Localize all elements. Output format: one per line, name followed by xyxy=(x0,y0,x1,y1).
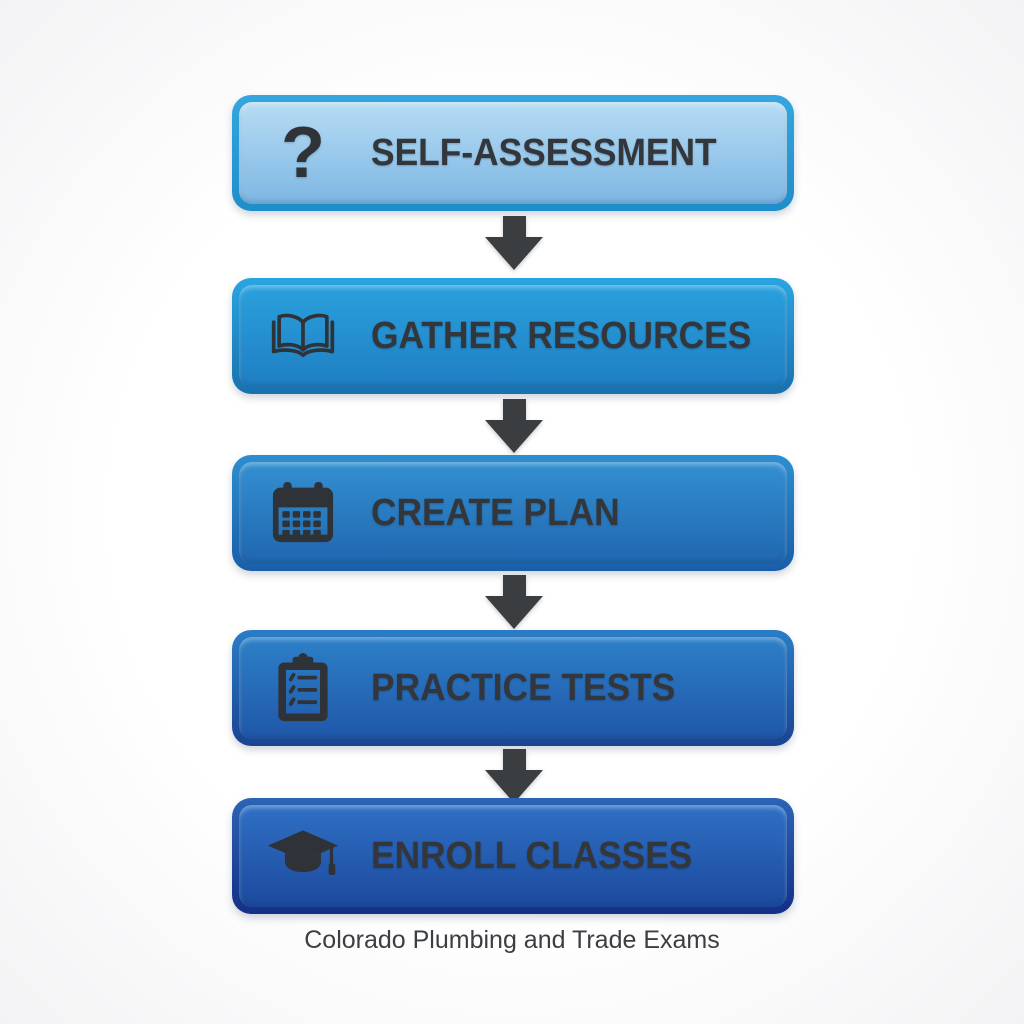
arrow-down-icon xyxy=(485,399,543,453)
step-box-surface: PRACTICE TESTS xyxy=(239,637,787,739)
step-box-surface: ? SELF-ASSESSMENT xyxy=(239,102,787,204)
arrow-down-icon xyxy=(485,749,543,803)
step-box-self-assessment: ? SELF-ASSESSMENT xyxy=(232,95,794,211)
arrow-down-icon xyxy=(485,216,543,270)
step-box-surface: GATHER RESOURCES xyxy=(239,285,787,387)
step-label: GATHER RESOURCES xyxy=(371,314,752,357)
open-book-icon xyxy=(265,309,341,363)
clipboard-checklist-icon xyxy=(265,653,341,723)
step-label: SELF-ASSESSMENT xyxy=(371,131,717,174)
caption: Colorado Plumbing and Trade Exams xyxy=(304,926,720,954)
step-box-create-plan: CREATE PLAN xyxy=(232,455,794,571)
step-box-enroll-classes: ENROLL CLASSES xyxy=(232,798,794,914)
step-box-practice-tests: PRACTICE TESTS xyxy=(232,630,794,746)
step-box-gather-resources: GATHER RESOURCES xyxy=(232,278,794,394)
question-mark-icon: ? xyxy=(281,113,325,193)
step-label: ENROLL CLASSES xyxy=(371,834,693,877)
step-label: PRACTICE TESTS xyxy=(371,666,676,709)
arrow-down-icon xyxy=(485,575,543,629)
calendar-icon xyxy=(265,482,341,544)
step-label: CREATE PLAN xyxy=(371,491,620,534)
step-box-surface: CREATE PLAN xyxy=(239,462,787,564)
step-box-surface: ENROLL CLASSES xyxy=(239,805,787,907)
graduation-cap-icon xyxy=(265,828,341,884)
